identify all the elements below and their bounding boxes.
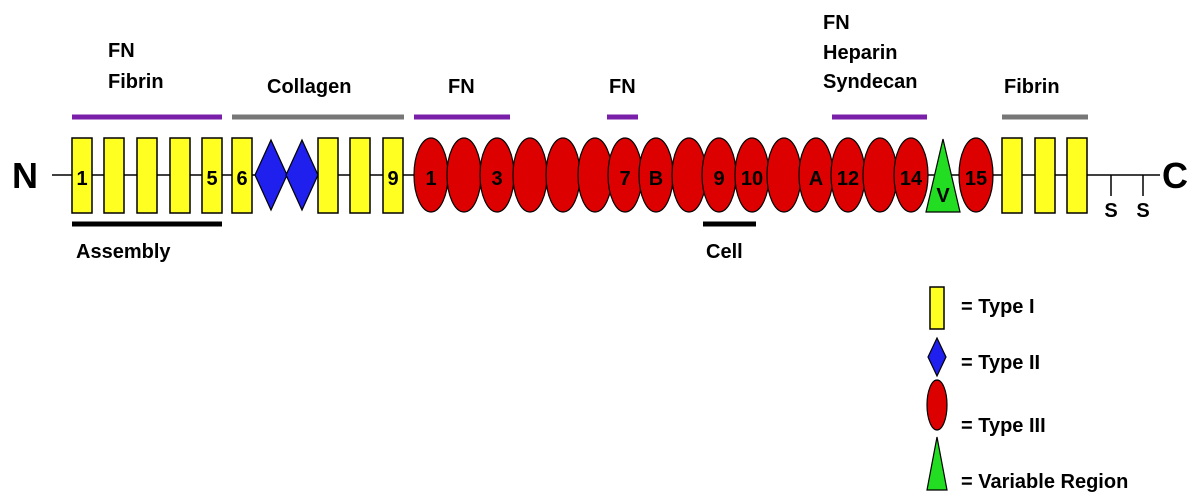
- type-iii-module: [766, 137, 802, 213]
- region-label-line: Syndecan: [823, 71, 917, 93]
- type-i-module-label: 6: [236, 168, 247, 190]
- region-label-fn-fibrin: FN Fibrin: [108, 40, 164, 93]
- type-i-module: [103, 137, 125, 214]
- legend-swatch-variable-region: [926, 436, 948, 491]
- type-i-module: [1066, 137, 1088, 214]
- type-i-module: [317, 137, 339, 214]
- region-label-line: FN: [108, 40, 135, 62]
- type-i-module: [1001, 137, 1023, 214]
- variable-region-module: [925, 138, 961, 213]
- type-iii-module: [545, 137, 581, 213]
- type-i-module-label: 5: [206, 168, 217, 190]
- type-iii-modules: 1 3 7 B 9 10 A 12 14 15: [413, 137, 994, 213]
- legend-label-type-ii: = Type II: [961, 352, 1040, 374]
- type-i-module: [231, 137, 253, 214]
- type-ii-module: [254, 138, 288, 212]
- type-iii-module-label: A: [809, 168, 823, 190]
- region-label-collagen: Collagen: [267, 76, 351, 98]
- type-iii-module-label: B: [649, 168, 663, 190]
- type-iii-module: [446, 137, 482, 213]
- region-label-line: Heparin: [823, 42, 897, 64]
- legend-swatch-type-iii: [926, 379, 948, 431]
- region-label-line: FN: [823, 12, 850, 34]
- type-ii-module: [285, 138, 319, 212]
- type-i-module: [1034, 137, 1056, 214]
- legend-label-variable-region: = Variable Region: [961, 471, 1128, 493]
- type-iii-module: [671, 137, 707, 213]
- legend: = Type I = Type II = Type III = Variable…: [926, 286, 1128, 493]
- disulfide-label: S: [1136, 200, 1149, 222]
- type-iii-module-label: 14: [900, 168, 923, 190]
- n-terminus-label: N: [12, 155, 38, 196]
- type-iii-module-label: 3: [491, 168, 502, 190]
- disulfide-label: S: [1104, 200, 1117, 222]
- region-label-fn: FN: [448, 76, 475, 98]
- bottom-label-cell: Cell: [706, 241, 743, 263]
- legend-swatch-type-ii: [927, 336, 947, 378]
- type-i-module: [382, 137, 404, 214]
- type-iii-module: [958, 137, 994, 213]
- bottom-label-assembly: Assembly: [76, 241, 171, 263]
- type-i-module: [349, 137, 371, 214]
- type-iii-module: [862, 137, 898, 213]
- type-i-modules: 1 5 6 9: [71, 137, 1088, 214]
- type-iii-module: [893, 137, 929, 213]
- region-label-fn-heparin-syndecan: FN Heparin Syndecan: [823, 12, 917, 93]
- type-iii-module-label: 7: [619, 168, 630, 190]
- type-iii-module: [577, 137, 613, 213]
- type-ii-modules: [254, 138, 319, 212]
- type-i-module-label: 9: [387, 168, 398, 190]
- type-iii-module-label: 12: [837, 168, 859, 190]
- type-i-module: [201, 137, 223, 214]
- type-i-module: [71, 137, 93, 214]
- type-i-module: [136, 137, 158, 214]
- type-iii-module-label: 10: [741, 168, 763, 190]
- legend-label-type-i: = Type I: [961, 296, 1035, 318]
- type-i-module-label: 1: [76, 168, 87, 190]
- type-iii-module: [512, 137, 548, 213]
- variable-region-label: V: [936, 185, 950, 207]
- type-iii-module-label: 15: [965, 168, 987, 190]
- region-label-line: Fibrin: [108, 71, 164, 93]
- legend-swatch-type-i: [929, 286, 945, 330]
- c-terminus-label: C: [1162, 155, 1188, 196]
- type-iii-module-label: 9: [713, 168, 724, 190]
- legend-label-type-iii: = Type III: [961, 415, 1046, 437]
- disulfide-bonds: S S: [1104, 175, 1150, 222]
- type-i-module: [169, 137, 191, 214]
- region-label-fibrin: Fibrin: [1004, 76, 1060, 98]
- region-label-fn: FN: [609, 76, 636, 98]
- type-iii-module-label: 1: [425, 168, 436, 190]
